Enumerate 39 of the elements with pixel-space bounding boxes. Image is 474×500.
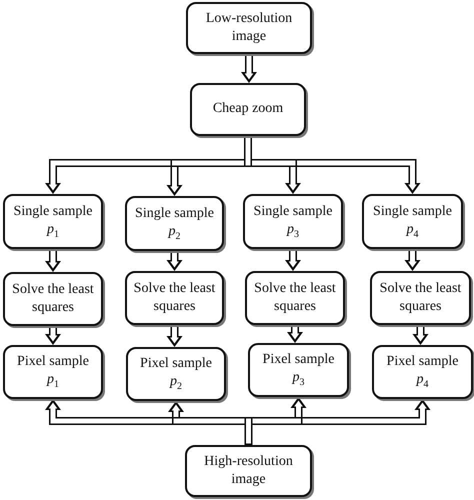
node-label: Single sample p$_{3}$ <box>252 202 334 240</box>
node-label: Low-resolution image <box>204 10 294 46</box>
hollow-arrow <box>404 249 420 271</box>
node-label: Pixel sample p$_{1}$ <box>16 353 90 391</box>
hollow-arrow <box>45 326 61 345</box>
node-label: High-resolution image <box>203 452 294 489</box>
node-label: Single sample p$_{2}$ <box>134 204 215 242</box>
process-box <box>125 271 224 325</box>
process-box <box>248 343 349 397</box>
hollow-arrow <box>241 54 257 83</box>
hollow-arrow <box>285 249 301 271</box>
process-box <box>3 272 103 326</box>
process-box <box>3 345 103 399</box>
node-label: Pixel sample p$_{4}$ <box>386 353 460 391</box>
node-label: Solve the least squares <box>378 280 462 316</box>
node-label: Pixel sample p$_{2}$ <box>139 355 213 393</box>
process-box <box>3 194 103 249</box>
hollow-arrow <box>412 325 428 345</box>
process-box <box>125 196 224 251</box>
process-box <box>185 445 312 497</box>
hollow-arrow <box>166 325 182 347</box>
process-box <box>362 194 463 249</box>
process-box <box>190 83 306 136</box>
hollow-arrow <box>45 249 61 272</box>
process-box <box>126 347 226 401</box>
node-label: Pixel sample p$_{3}$ <box>262 351 336 389</box>
node-label: Single sample p$_{1}$ <box>12 202 94 240</box>
process-box <box>243 194 343 249</box>
node-label: Solve the least squares <box>133 280 216 316</box>
hollow-arrow <box>287 325 303 343</box>
process-box <box>245 271 345 325</box>
process-box <box>372 345 473 399</box>
node-label: Solve the least squares <box>11 280 95 317</box>
node-label: Cheap zoom <box>212 100 284 118</box>
node-label: Single sample p$_{4}$ <box>372 202 453 240</box>
node-label: Solve the least squares <box>253 280 337 316</box>
hollow-arrow <box>166 251 182 271</box>
process-box <box>370 271 471 325</box>
process-box <box>186 2 312 54</box>
